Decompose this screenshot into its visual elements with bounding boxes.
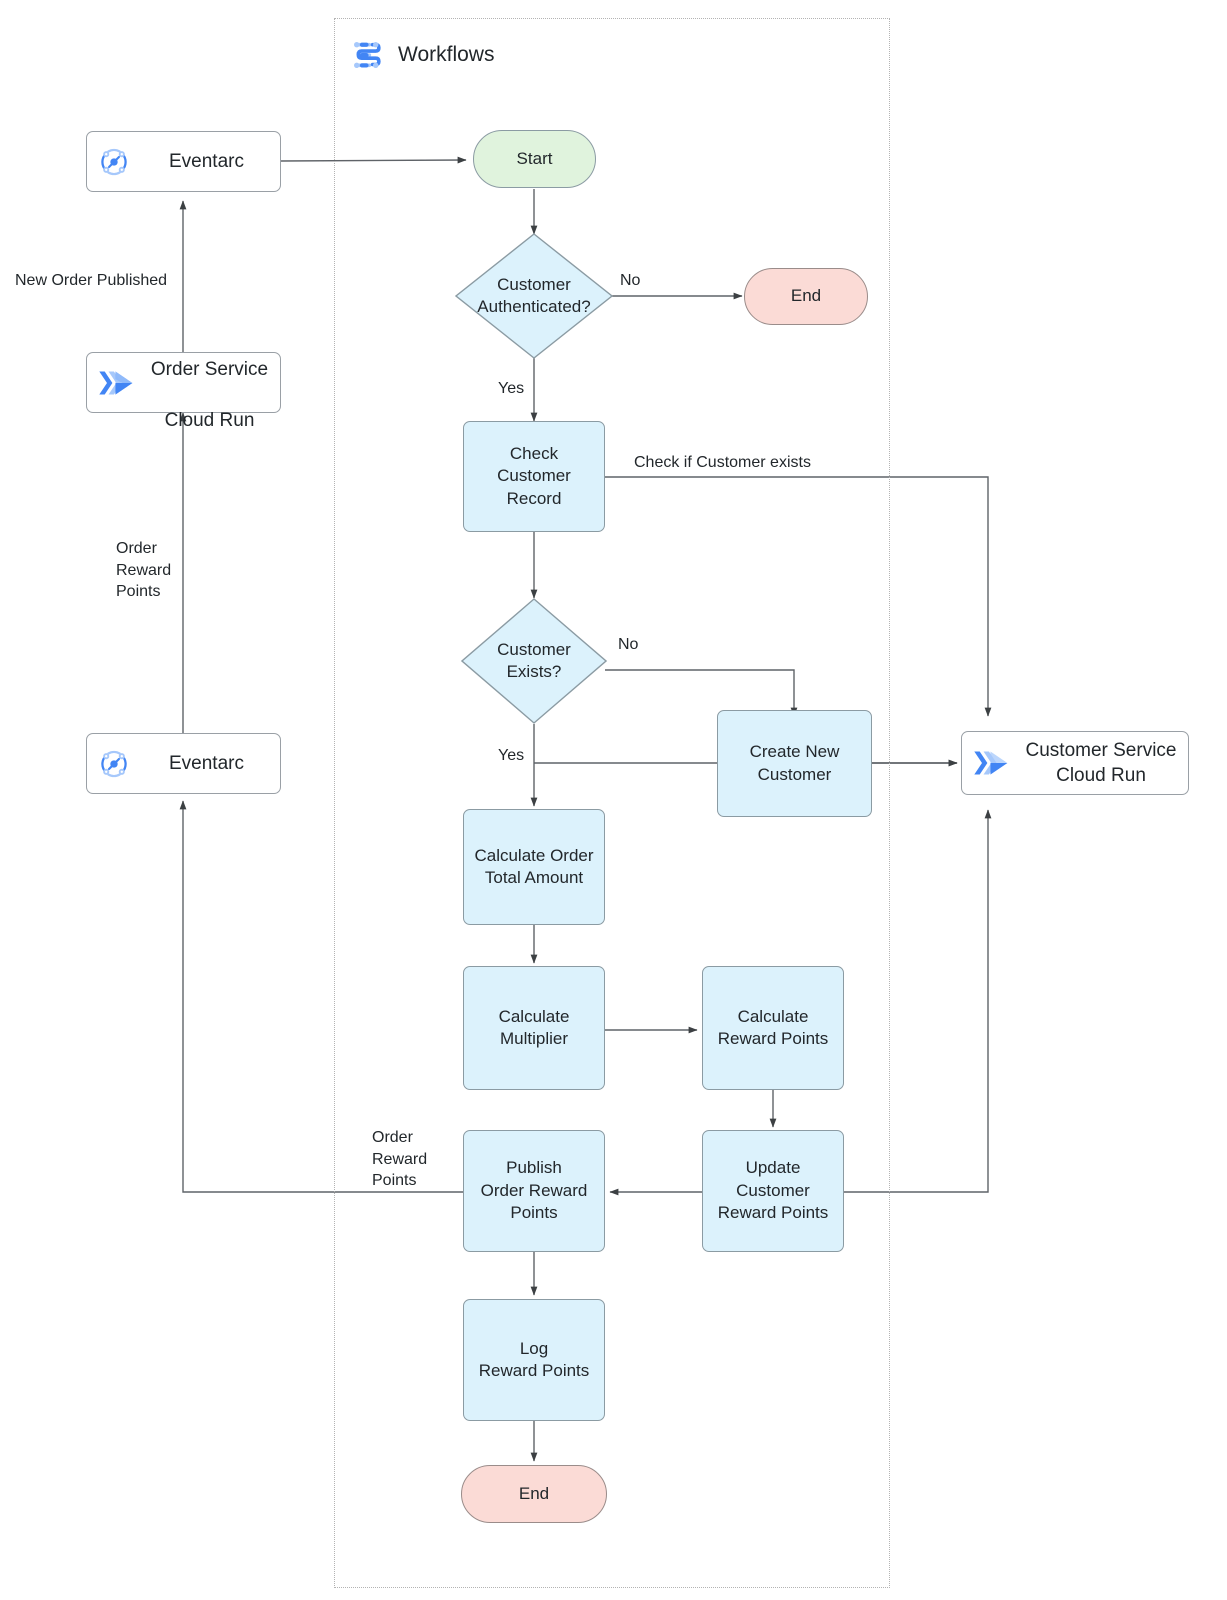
eventarc-icon: [97, 145, 131, 179]
check-line1: Check: [509, 443, 559, 463]
node-publish-order-reward-points[interactable]: Publish Order Reward Points: [463, 1130, 605, 1252]
service-customer-service-label: Customer Service Cloud Run: [1020, 738, 1188, 788]
calc-rp-line2: Reward Points: [717, 1029, 829, 1048]
publish-line1: Publish: [506, 1158, 562, 1178]
node-start[interactable]: Start: [473, 130, 596, 188]
edge-label-exists-yes: Yes: [498, 747, 525, 764]
edge-label-new-order-published: New Order Published: [15, 272, 168, 289]
order-service-line1: Order Service: [150, 359, 269, 381]
edge-label-order-reward-points-bottom: Order Reward Points: [372, 1129, 428, 1190]
edge-label-auth-no: No: [620, 272, 641, 289]
multiplier-line2: Multiplier: [499, 1029, 569, 1048]
service-eventarc-bottom[interactable]: Eventarc: [86, 733, 281, 794]
node-customer-authenticated-decision[interactable]: Customer Authenticated?: [455, 233, 613, 359]
eventarc-icon: [97, 747, 131, 781]
log-line1: Log: [519, 1338, 549, 1358]
service-order-service-cloud-run[interactable]: Order Service Cloud Run: [86, 352, 281, 431]
workflows-icon: [348, 36, 386, 74]
node-end-top-label: End: [790, 286, 822, 306]
customer-service-line2: Cloud Run: [1056, 765, 1146, 786]
log-line2: Reward Points: [478, 1361, 590, 1380]
diamond-shape: [461, 598, 607, 724]
node-calculate-order-total-amount[interactable]: Calculate Order Total Amount: [463, 809, 605, 925]
service-order-service-label: Order Service Cloud Run: [145, 332, 280, 432]
node-log-reward-points-label: Log Reward Points: [479, 1338, 590, 1383]
node-end-bottom-label: End: [518, 1483, 550, 1503]
node-check-customer-record-label: Check Customer Record: [497, 443, 571, 510]
calc-total-line1: Calculate Order: [474, 845, 594, 865]
node-update-customer-reward-points-label: Update Customer Reward Points: [718, 1157, 829, 1224]
publish-line3: Points: [510, 1203, 558, 1223]
node-update-customer-reward-points[interactable]: Update Customer Reward Points: [702, 1130, 844, 1252]
service-eventarc-bottom-label: Eventarc: [169, 752, 244, 774]
edge-label-order-reward-points-left: Order Reward Points: [116, 540, 172, 601]
create-line2: Customer: [757, 764, 832, 784]
order-service-line2: Cloud Run: [164, 409, 255, 431]
multiplier-line1: Calculate: [498, 1006, 570, 1026]
node-calculate-reward-points-label: Calculate Reward Points: [718, 1006, 829, 1051]
update-line1: Update: [745, 1158, 801, 1178]
edge-label-exists-no: No: [618, 636, 639, 653]
check-line2: Customer: [497, 466, 571, 486]
workflows-group-title: Workflows: [348, 36, 494, 74]
node-end-top[interactable]: End: [744, 268, 868, 325]
node-log-reward-points[interactable]: Log Reward Points: [463, 1299, 605, 1421]
cloud-run-icon: [97, 367, 137, 399]
node-create-new-customer[interactable]: Create New Customer: [717, 710, 872, 817]
node-create-new-customer-label: Create New Customer: [750, 741, 840, 786]
update-line2: Customer: [736, 1180, 810, 1200]
node-check-customer-record[interactable]: Check Customer Record: [463, 421, 605, 532]
publish-line2: Order Reward: [480, 1180, 588, 1200]
workflows-title-label: Workflows: [398, 43, 495, 66]
service-customer-service-cloud-run[interactable]: Customer Service Cloud Run: [961, 731, 1189, 795]
node-customer-exists-decision[interactable]: Customer Exists?: [461, 598, 607, 724]
check-line3: Record: [506, 488, 562, 508]
node-start-label: Start: [516, 148, 553, 168]
node-calculate-multiplier-label: Calculate Multiplier: [499, 1006, 570, 1051]
edge-label-check-if-customer-exists: Check if Customer exists: [634, 454, 811, 471]
customer-service-line1: Customer Service: [1025, 739, 1177, 761]
node-calculate-reward-points[interactable]: Calculate Reward Points: [702, 966, 844, 1090]
create-line1: Create New: [749, 742, 840, 762]
node-end-bottom[interactable]: End: [461, 1465, 607, 1523]
service-eventarc-top-label: Eventarc: [169, 150, 244, 172]
node-calculate-multiplier[interactable]: Calculate Multiplier: [463, 966, 605, 1090]
update-line3: Reward Points: [717, 1203, 829, 1223]
calc-rp-line1: Calculate: [737, 1006, 809, 1026]
node-publish-order-reward-points-label: Publish Order Reward Points: [481, 1157, 588, 1224]
service-eventarc-top[interactable]: Eventarc: [86, 131, 281, 192]
edge-label-auth-yes: Yes: [498, 380, 525, 397]
workflows-group-container: [334, 18, 890, 1588]
node-calculate-order-total-label: Calculate Order Total Amount: [474, 845, 593, 890]
calc-total-line2: Total Amount: [484, 868, 584, 887]
diamond-shape: [455, 233, 613, 359]
cloud-run-icon: [972, 747, 1012, 779]
